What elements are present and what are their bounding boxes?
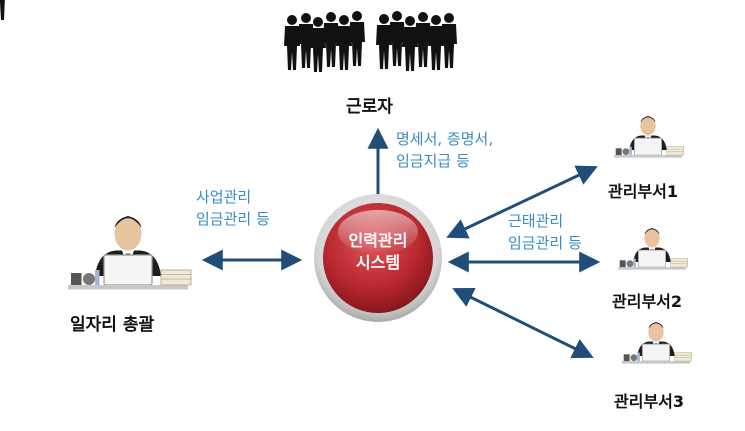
note-hq-link: 사업관리 임금관리 등 bbox=[196, 186, 270, 230]
note-hq-line-1: 사업관리 bbox=[196, 188, 252, 206]
note-hq-line-2: 임금관리 등 bbox=[196, 210, 270, 228]
label-dept2: 관리부서2 bbox=[612, 292, 683, 311]
note-dept-line-1: 근태관리 bbox=[508, 212, 564, 230]
crowd-silhouette-icon bbox=[0, 0, 457, 72]
note-dept-link: 근태관리 임금관리 등 bbox=[508, 210, 582, 254]
office-worker-at-desk-icon bbox=[67, 215, 192, 291]
system-hub-icon bbox=[314, 194, 442, 322]
arrow-dept3 bbox=[452, 288, 594, 358]
note-to-workers-line-2: 임금지급 등 bbox=[396, 152, 470, 170]
arrow-dept1 bbox=[446, 165, 598, 239]
note-to-workers: 명세서, 증명서, 임금지급 등 bbox=[396, 128, 493, 172]
center-line-2: 시스템 bbox=[355, 253, 401, 272]
label-dept3: 관리부서3 bbox=[614, 392, 685, 411]
label-dept1: 관리부서1 bbox=[608, 182, 679, 201]
arrows bbox=[201, 127, 601, 358]
center-system-label: 인력관리 시스템 bbox=[316, 230, 440, 274]
note-dept-line-2: 임금관리 등 bbox=[508, 234, 582, 252]
label-workers: 근로자 bbox=[346, 97, 393, 117]
note-to-workers-line-1: 명세서, 증명서, bbox=[396, 130, 494, 148]
office-worker-at-desk-icon bbox=[617, 227, 689, 271]
label-hq: 일자리 총괄 bbox=[70, 315, 155, 335]
office-worker-at-desk-icon bbox=[621, 321, 693, 365]
office-worker-at-desk-icon bbox=[613, 115, 685, 159]
center-line-1: 인력관리 bbox=[348, 231, 408, 250]
